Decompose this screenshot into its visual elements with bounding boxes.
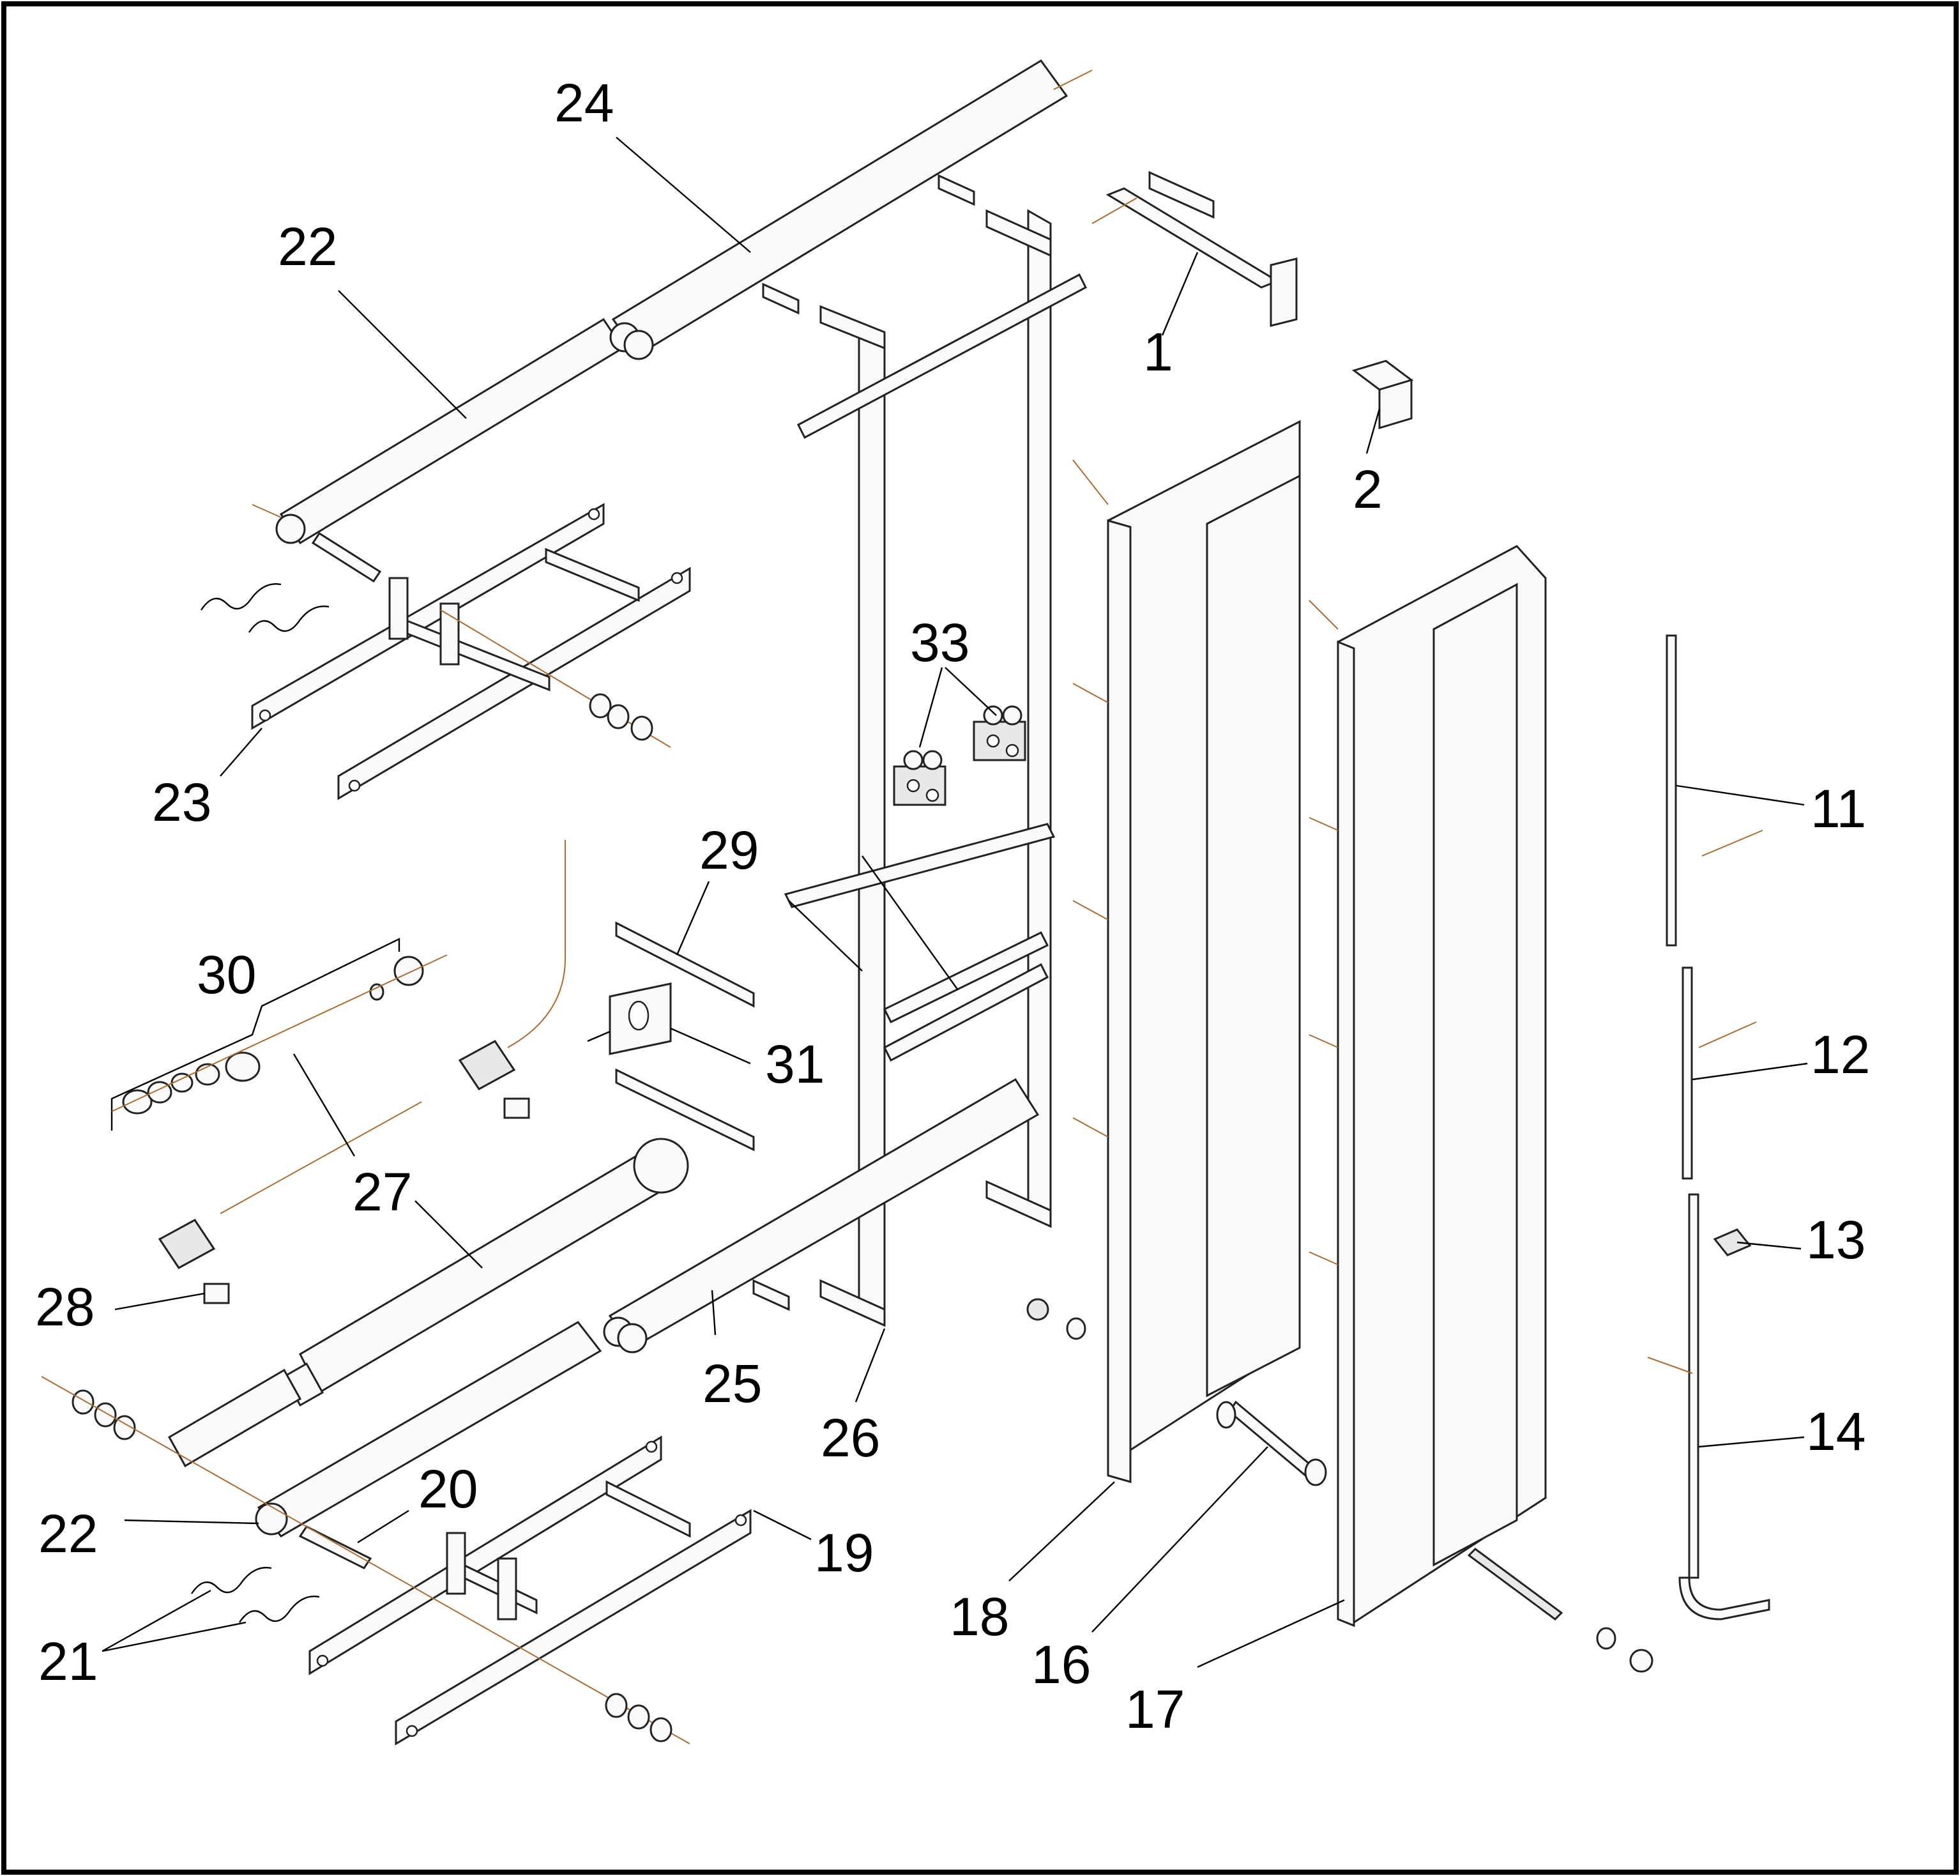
callout-26: 26 [821, 1408, 880, 1468]
leader-19 [753, 1509, 812, 1541]
callout-20: 20 [418, 1459, 478, 1519]
lower-plate [615, 1068, 755, 1152]
callout-27: 27 [353, 1162, 412, 1222]
leader-14 [1698, 1436, 1805, 1448]
leader-16 [1091, 1446, 1268, 1633]
part-22-upper-tube [252, 317, 625, 545]
leader-28 [114, 1292, 205, 1311]
top-bracket-right [938, 174, 975, 206]
part-16-bolt [1216, 1400, 1327, 1486]
leader-22b [124, 1519, 259, 1525]
part-13-block [1713, 1228, 1752, 1256]
callout-14: 14 [1806, 1401, 1865, 1461]
callout-25: 25 [703, 1354, 762, 1414]
part-17-stud-nut [1467, 1548, 1653, 1673]
part-24-top-tube [609, 59, 1093, 360]
part-17-panel [1309, 545, 1547, 1628]
callout-12: 12 [1811, 1025, 1870, 1085]
callout-31: 31 [765, 1034, 824, 1094]
callout-30: 30 [197, 945, 256, 1005]
leader-11 [1676, 784, 1805, 806]
leader-31 [670, 1027, 751, 1065]
part-18-panel [1072, 420, 1301, 1483]
leader-33b [945, 667, 997, 716]
leader-27b [414, 1200, 483, 1269]
lower-tube-bracket [752, 1279, 790, 1311]
part-31-block [609, 982, 672, 1055]
callout-28: 28 [35, 1277, 95, 1337]
part-25-lower-tube [603, 1078, 1040, 1354]
top-bracket-left [762, 282, 800, 315]
part-12-comb-rail [1682, 966, 1757, 1180]
callout-17: 17 [1125, 1679, 1185, 1739]
upper-clip-1 [201, 583, 282, 611]
callout-19: 19 [814, 1523, 874, 1583]
callout-16: 16 [1031, 1635, 1091, 1695]
center-shelf-assembly [784, 823, 1056, 1062]
part-28-fitting-upper [458, 840, 566, 1119]
callout-22-upper: 22 [278, 217, 337, 277]
part-27-cylinder [167, 1138, 689, 1468]
callout-24: 24 [554, 73, 614, 133]
upper-clip-2 [248, 606, 330, 633]
part-19-lower-frame [308, 1435, 752, 1746]
part-30-seal-kit [110, 938, 448, 1131]
leader-17 [1197, 1599, 1345, 1668]
part-11-comb-rail [1666, 634, 1763, 947]
part-14-comb-rail [1647, 1193, 1770, 1621]
leader-18 [1008, 1481, 1115, 1582]
leader-12 [1692, 1062, 1808, 1081]
leader-26 [855, 1328, 886, 1403]
upper-pin [311, 531, 382, 583]
part-33-valve-right [973, 705, 1026, 761]
leader-20 [357, 1509, 409, 1544]
upper-washers [589, 693, 653, 741]
callout-13: 13 [1806, 1210, 1865, 1270]
lower-pin-and-clips [191, 1525, 372, 1623]
leader-31b [587, 1030, 611, 1042]
leader-1 [1161, 252, 1199, 336]
leader-25 [711, 1290, 717, 1336]
leader-33a [918, 667, 943, 748]
part-23-upper-frame [251, 503, 691, 800]
callout-33: 33 [910, 613, 969, 673]
leader-21b [102, 1621, 247, 1652]
part-2-bracket [1351, 360, 1414, 430]
leader-27a [292, 1053, 356, 1157]
callout-23: 23 [152, 772, 211, 832]
leader-24 [616, 137, 751, 253]
callout-21: 21 [38, 1631, 98, 1691]
part-28-fitting-lower [158, 1101, 422, 1304]
part-29-plate [615, 921, 755, 1008]
leader-22a [338, 290, 467, 419]
leader-23 [220, 728, 262, 777]
part-1-bracket [1091, 171, 1298, 327]
leader-21a [102, 1589, 211, 1652]
lower-washers-right [605, 1693, 672, 1743]
callout-11: 11 [1811, 779, 1866, 839]
part-33-valve-left [893, 750, 946, 806]
callout-1: 1 [1143, 322, 1173, 382]
leader-29 [676, 881, 710, 956]
callout-18: 18 [950, 1587, 1009, 1647]
callout-29: 29 [699, 820, 759, 880]
panel-18-nut-washer [1026, 1298, 1086, 1340]
callout-22-lower: 22 [38, 1504, 98, 1564]
lower-washers-left [41, 1376, 690, 1744]
leader-2 [1365, 408, 1381, 454]
callout-2: 2 [1353, 459, 1383, 519]
leader-13 [1736, 1241, 1802, 1250]
